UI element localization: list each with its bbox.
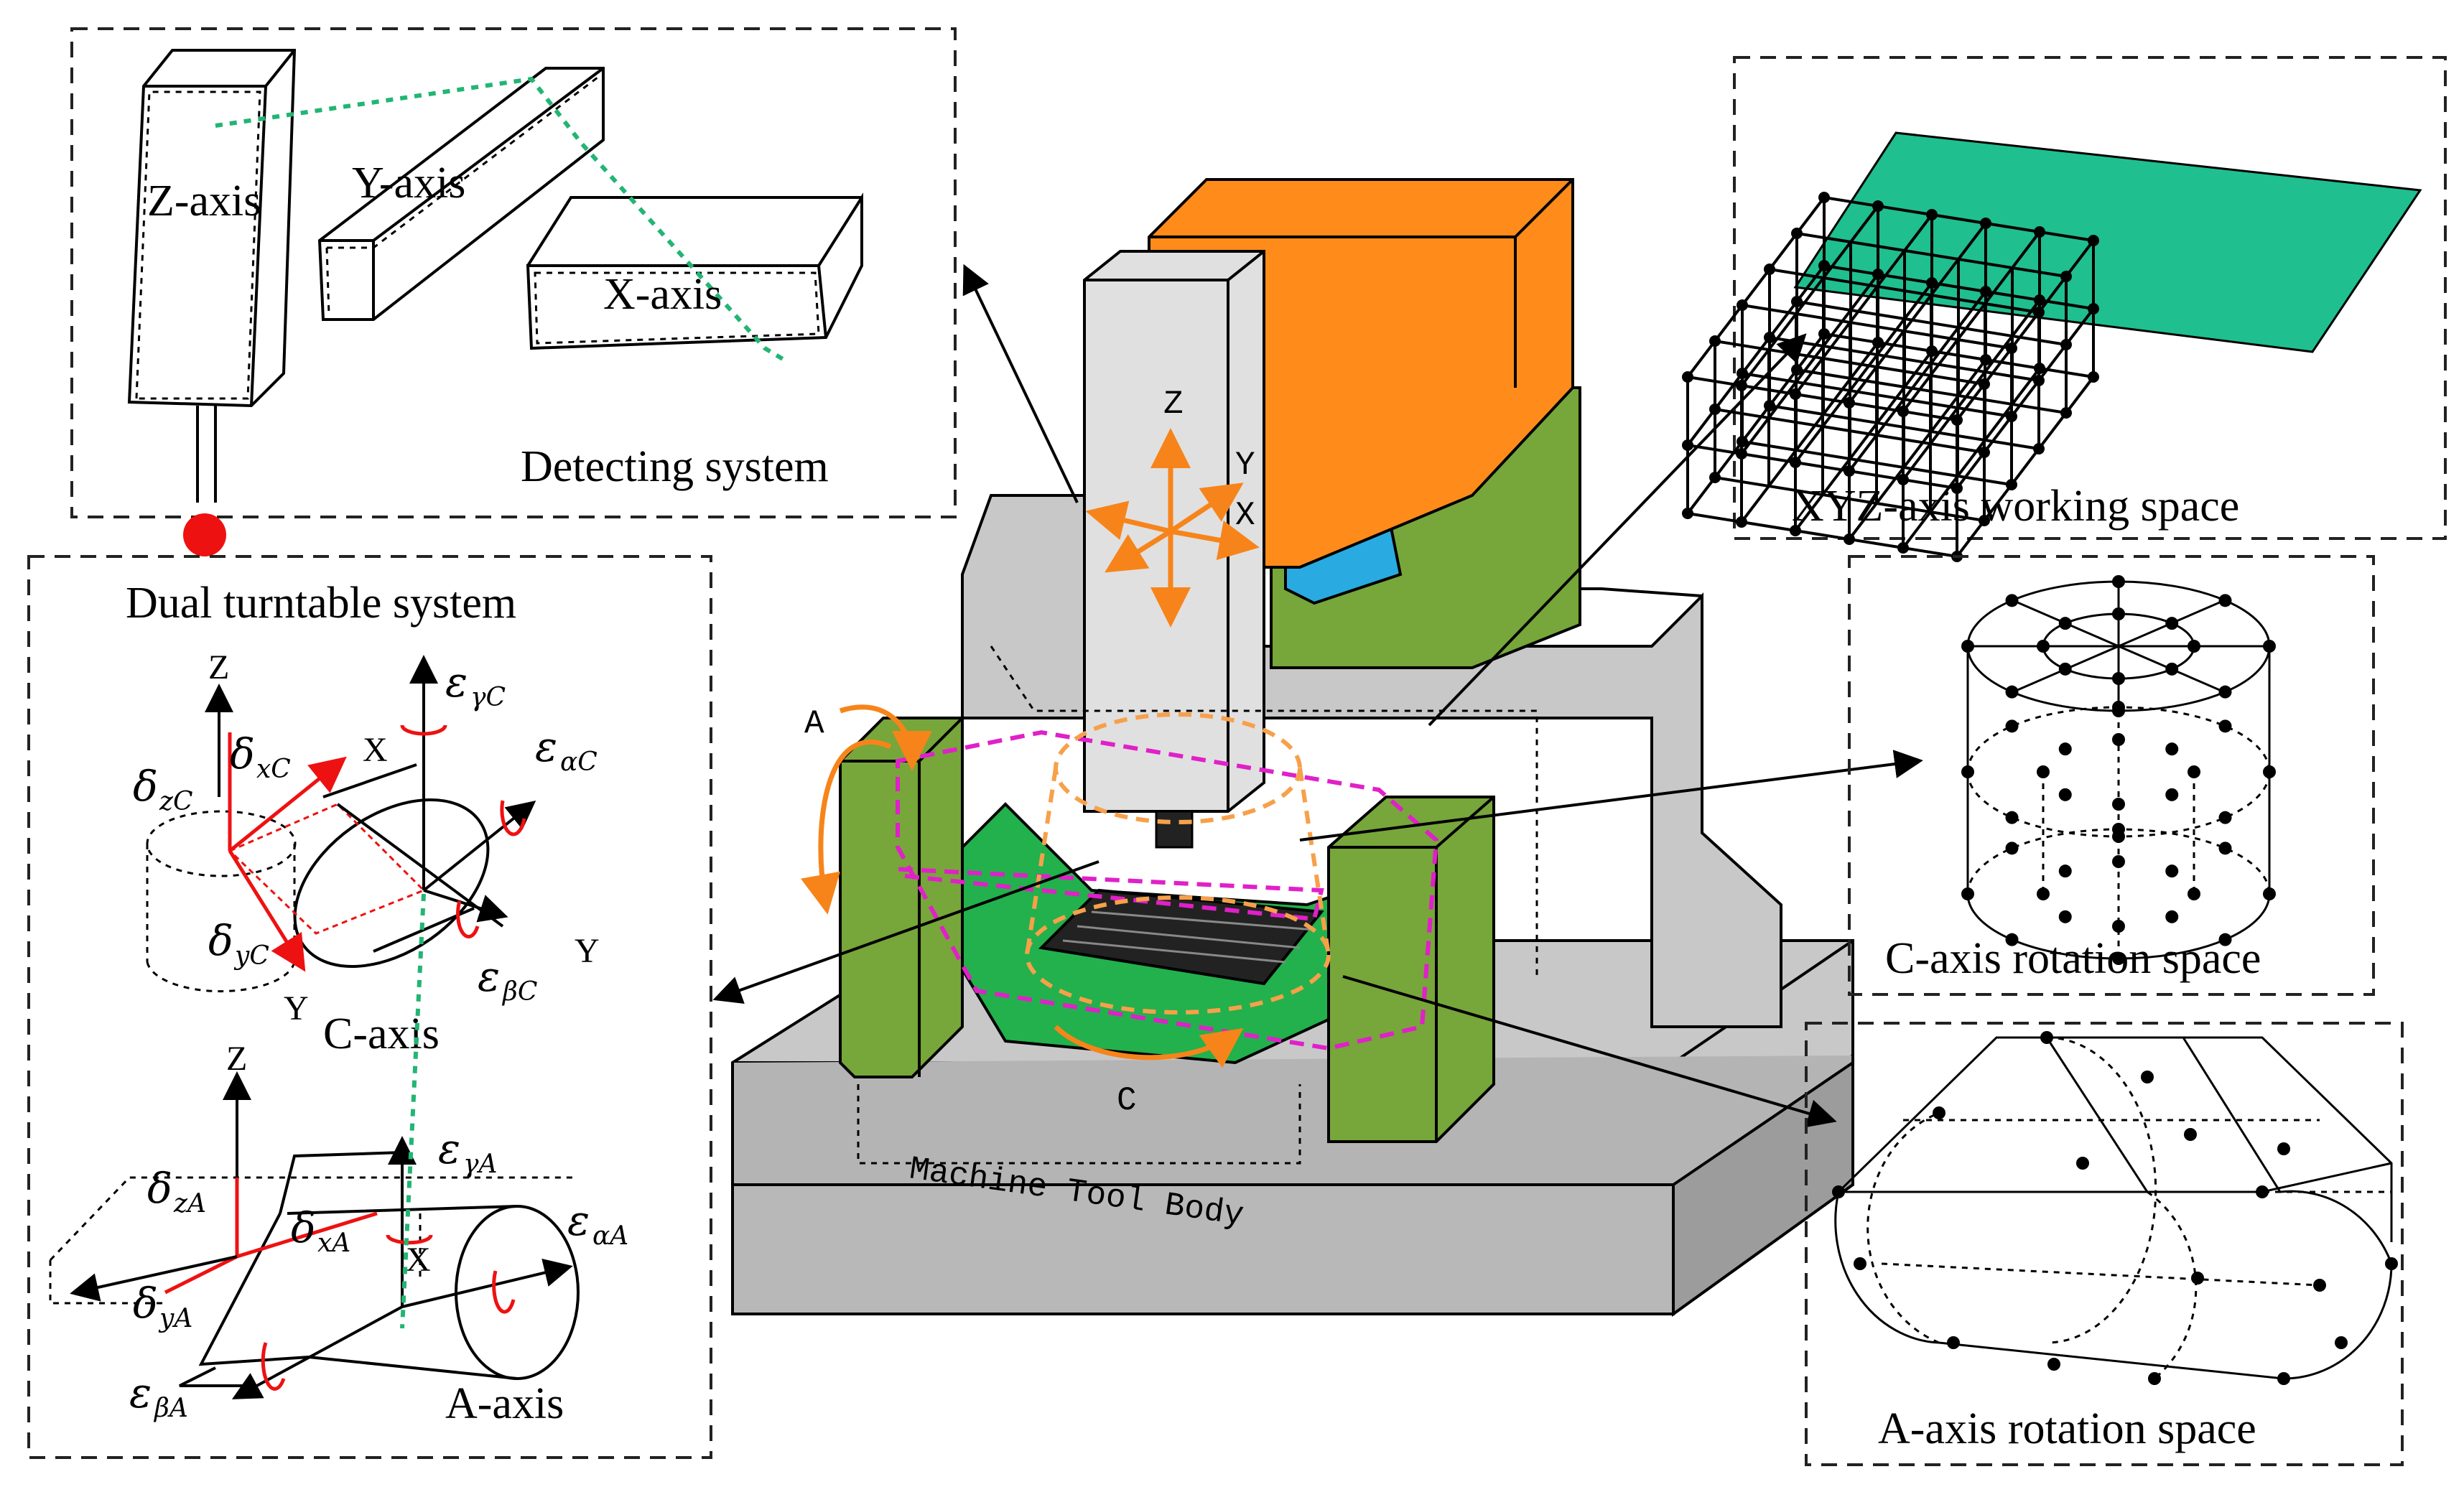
eps-alphaa-sub: αA	[592, 1221, 628, 1251]
y-axis-label: Y-axis	[352, 159, 465, 208]
z-axis-label: Z-axis	[147, 177, 261, 225]
machine-tool: Z Y X A C Machine Tool Body	[731, 178, 1854, 1317]
delta-yc-symbol: δ	[208, 916, 233, 965]
delta-xa-symbol: δ	[291, 1203, 316, 1252]
spindle-tool	[1155, 810, 1194, 849]
delta-za-sub: zA	[173, 1189, 206, 1218]
a-axis-label: A-axis	[445, 1379, 564, 1428]
trunnion-right	[1327, 796, 1495, 1143]
c-panel-border	[1848, 555, 2375, 996]
probe-ball-icon	[183, 513, 226, 556]
a-rotation-space-panel: A-axis rotation space	[1805, 1022, 2404, 1466]
c-axis-assembly: Z X Y Y δ zC δ xC δ yC ε γC ε αC ε βC C-…	[133, 648, 600, 1058]
delta-xa-sub: xA	[317, 1229, 350, 1258]
c-axis-label: C-axis	[323, 1010, 440, 1058]
c-frame-y-label: Y	[284, 989, 309, 1027]
detecting-system-panel: Z-axis Y-axis X-axis Detecting system	[70, 27, 957, 556]
eps-gammaa-symbol: ε	[438, 1124, 460, 1173]
delta-xc-sub: xC	[256, 755, 291, 784]
a-axis-assembly: Z X δ zA δ xA δ yA ε γA ε αA ε βA A-axis	[49, 1040, 628, 1428]
x-axis-label: X-axis	[603, 270, 722, 319]
delta-ya-sub: yA	[158, 1304, 192, 1333]
a-panel-border	[1805, 1022, 2404, 1466]
delta-zc-sub: zC	[159, 787, 193, 816]
xyz-cut-plane	[1793, 131, 2422, 353]
arrow-to-turntable	[712, 860, 1099, 1004]
eps-gammac-symbol: ε	[445, 658, 468, 707]
xyz-working-space-panel: XYZ-axis working space	[1682, 56, 2447, 562]
xyz-space-title: XYZ-axis working space	[1792, 482, 2239, 531]
spindle-x-label: X	[1235, 497, 1255, 534]
detecting-panel-border	[70, 27, 957, 518]
a-lattice-nodes	[1832, 1031, 2398, 1385]
c-frame-z-label: Z	[208, 648, 229, 686]
dual-turntable-panel-border	[27, 555, 712, 1459]
delta-zc-symbol: δ	[133, 762, 158, 811]
c-rotation-label: C	[1117, 1082, 1137, 1119]
spindle-y-label: Y	[1235, 447, 1255, 484]
eps-gammac-sub: γC	[470, 683, 506, 712]
delta-za-symbol: δ	[147, 1164, 172, 1213]
c-rotation-bottom	[1025, 895, 1331, 1015]
trunnion-left	[839, 717, 964, 1078]
eps-betaa-sub: βA	[153, 1394, 188, 1423]
eps-alphaa-symbol: ε	[567, 1196, 590, 1245]
arrow-to-a-space	[1342, 975, 1837, 1128]
c-rotation-space-panel: C-axis rotation space	[1848, 555, 2375, 996]
c-frame-x-label: X	[363, 731, 388, 769]
eps-betac-symbol: ε	[478, 952, 500, 1001]
delta-ya-symbol: δ	[133, 1279, 158, 1328]
eps-alphac-symbol: ε	[535, 722, 557, 771]
a-frame-x-label: X	[406, 1241, 431, 1279]
c-space-title: C-axis rotation space	[1885, 934, 2261, 983]
eps-gammaa-sub: γA	[463, 1150, 498, 1179]
dual-turntable-title: Dual turntable system	[126, 579, 516, 628]
turntable-link-path	[400, 893, 426, 1329]
c-lattice-nodes	[1961, 575, 2276, 965]
arrow-to-detecting	[962, 264, 1079, 503]
dual-turntable-panel: Dual turntable system Z X Y Y δ zC	[27, 555, 712, 1459]
eps-betac-sub: βC	[501, 977, 537, 1007]
xyz-lattice	[1682, 192, 2099, 562]
delta-xc-symbol: δ	[230, 729, 255, 778]
detecting-system-title: Detecting system	[521, 442, 829, 491]
a-frame-z-label: Z	[226, 1040, 247, 1078]
a-rotation-label: A	[804, 705, 824, 742]
spindle-z-label: Z	[1163, 386, 1184, 423]
y-axis-block	[317, 67, 605, 321]
arrow-to-c-space	[1299, 750, 1923, 842]
a-rotation-envelope	[896, 729, 1439, 1051]
x-axis-block	[526, 192, 863, 350]
a-space-title: A-axis rotation space	[1878, 1404, 2256, 1453]
z-axis-block	[127, 49, 297, 503]
eps-betaa-symbol: ε	[129, 1369, 152, 1417]
eps-alphac-sub: αC	[560, 747, 598, 777]
delta-yc-sub: yC	[233, 941, 269, 971]
c-right-y-label: Y	[575, 932, 600, 970]
a-rotation-envelope-inner	[890, 867, 1324, 922]
